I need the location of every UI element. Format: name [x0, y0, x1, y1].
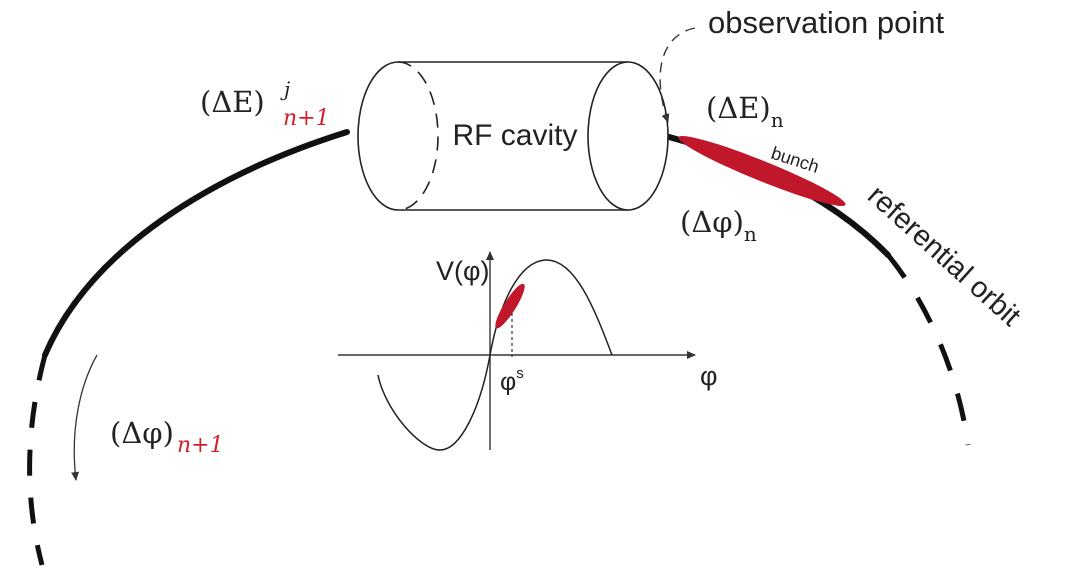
cavity-left-end-solid	[357, 61, 399, 211]
orbit-right-solid	[629, 125, 891, 258]
direction-arrow	[71, 354, 98, 481]
delta-phi-n1-subscript: n+1	[177, 433, 224, 458]
delta-e-n-label: (ΔE)n	[706, 91, 784, 132]
rf-cavity: RF cavity	[357, 61, 669, 211]
inset-ylabel: V(φ)	[436, 256, 490, 286]
inset-xlabel: φ	[700, 361, 718, 391]
inset-sine-curve	[377, 259, 613, 451]
cavity-left-end-dashed	[397, 61, 439, 211]
svg-text:j: j	[280, 77, 290, 101]
svg-text:(Δφ): (Δφ)	[110, 416, 174, 450]
delta-phi-n-label: (Δφ)n	[680, 205, 757, 246]
cavity-right-end	[587, 61, 669, 211]
delta-phi-n1-label: (Δφ) n+1	[110, 416, 224, 458]
observation-point-label: observation point	[708, 5, 944, 40]
cavity-label: RF cavity	[452, 119, 577, 152]
orbit-left-dashed	[27, 354, 48, 566]
orbit-right-dashed	[886, 253, 971, 446]
voltage-inset-plot: V(φ) φ φs	[338, 251, 718, 451]
delta-e-n1-subscript: n+1	[283, 106, 330, 131]
orbit-left-solid	[42, 129, 350, 358]
synchronous-phase-label: φs	[500, 365, 524, 396]
inset-bunch-highlight	[495, 283, 525, 329]
svg-text:(ΔE): (ΔE)	[200, 85, 265, 119]
cavity-body	[398, 61, 628, 211]
bunch-shape	[678, 136, 846, 206]
delta-e-n1-label: (ΔE) j n+1	[200, 77, 330, 131]
